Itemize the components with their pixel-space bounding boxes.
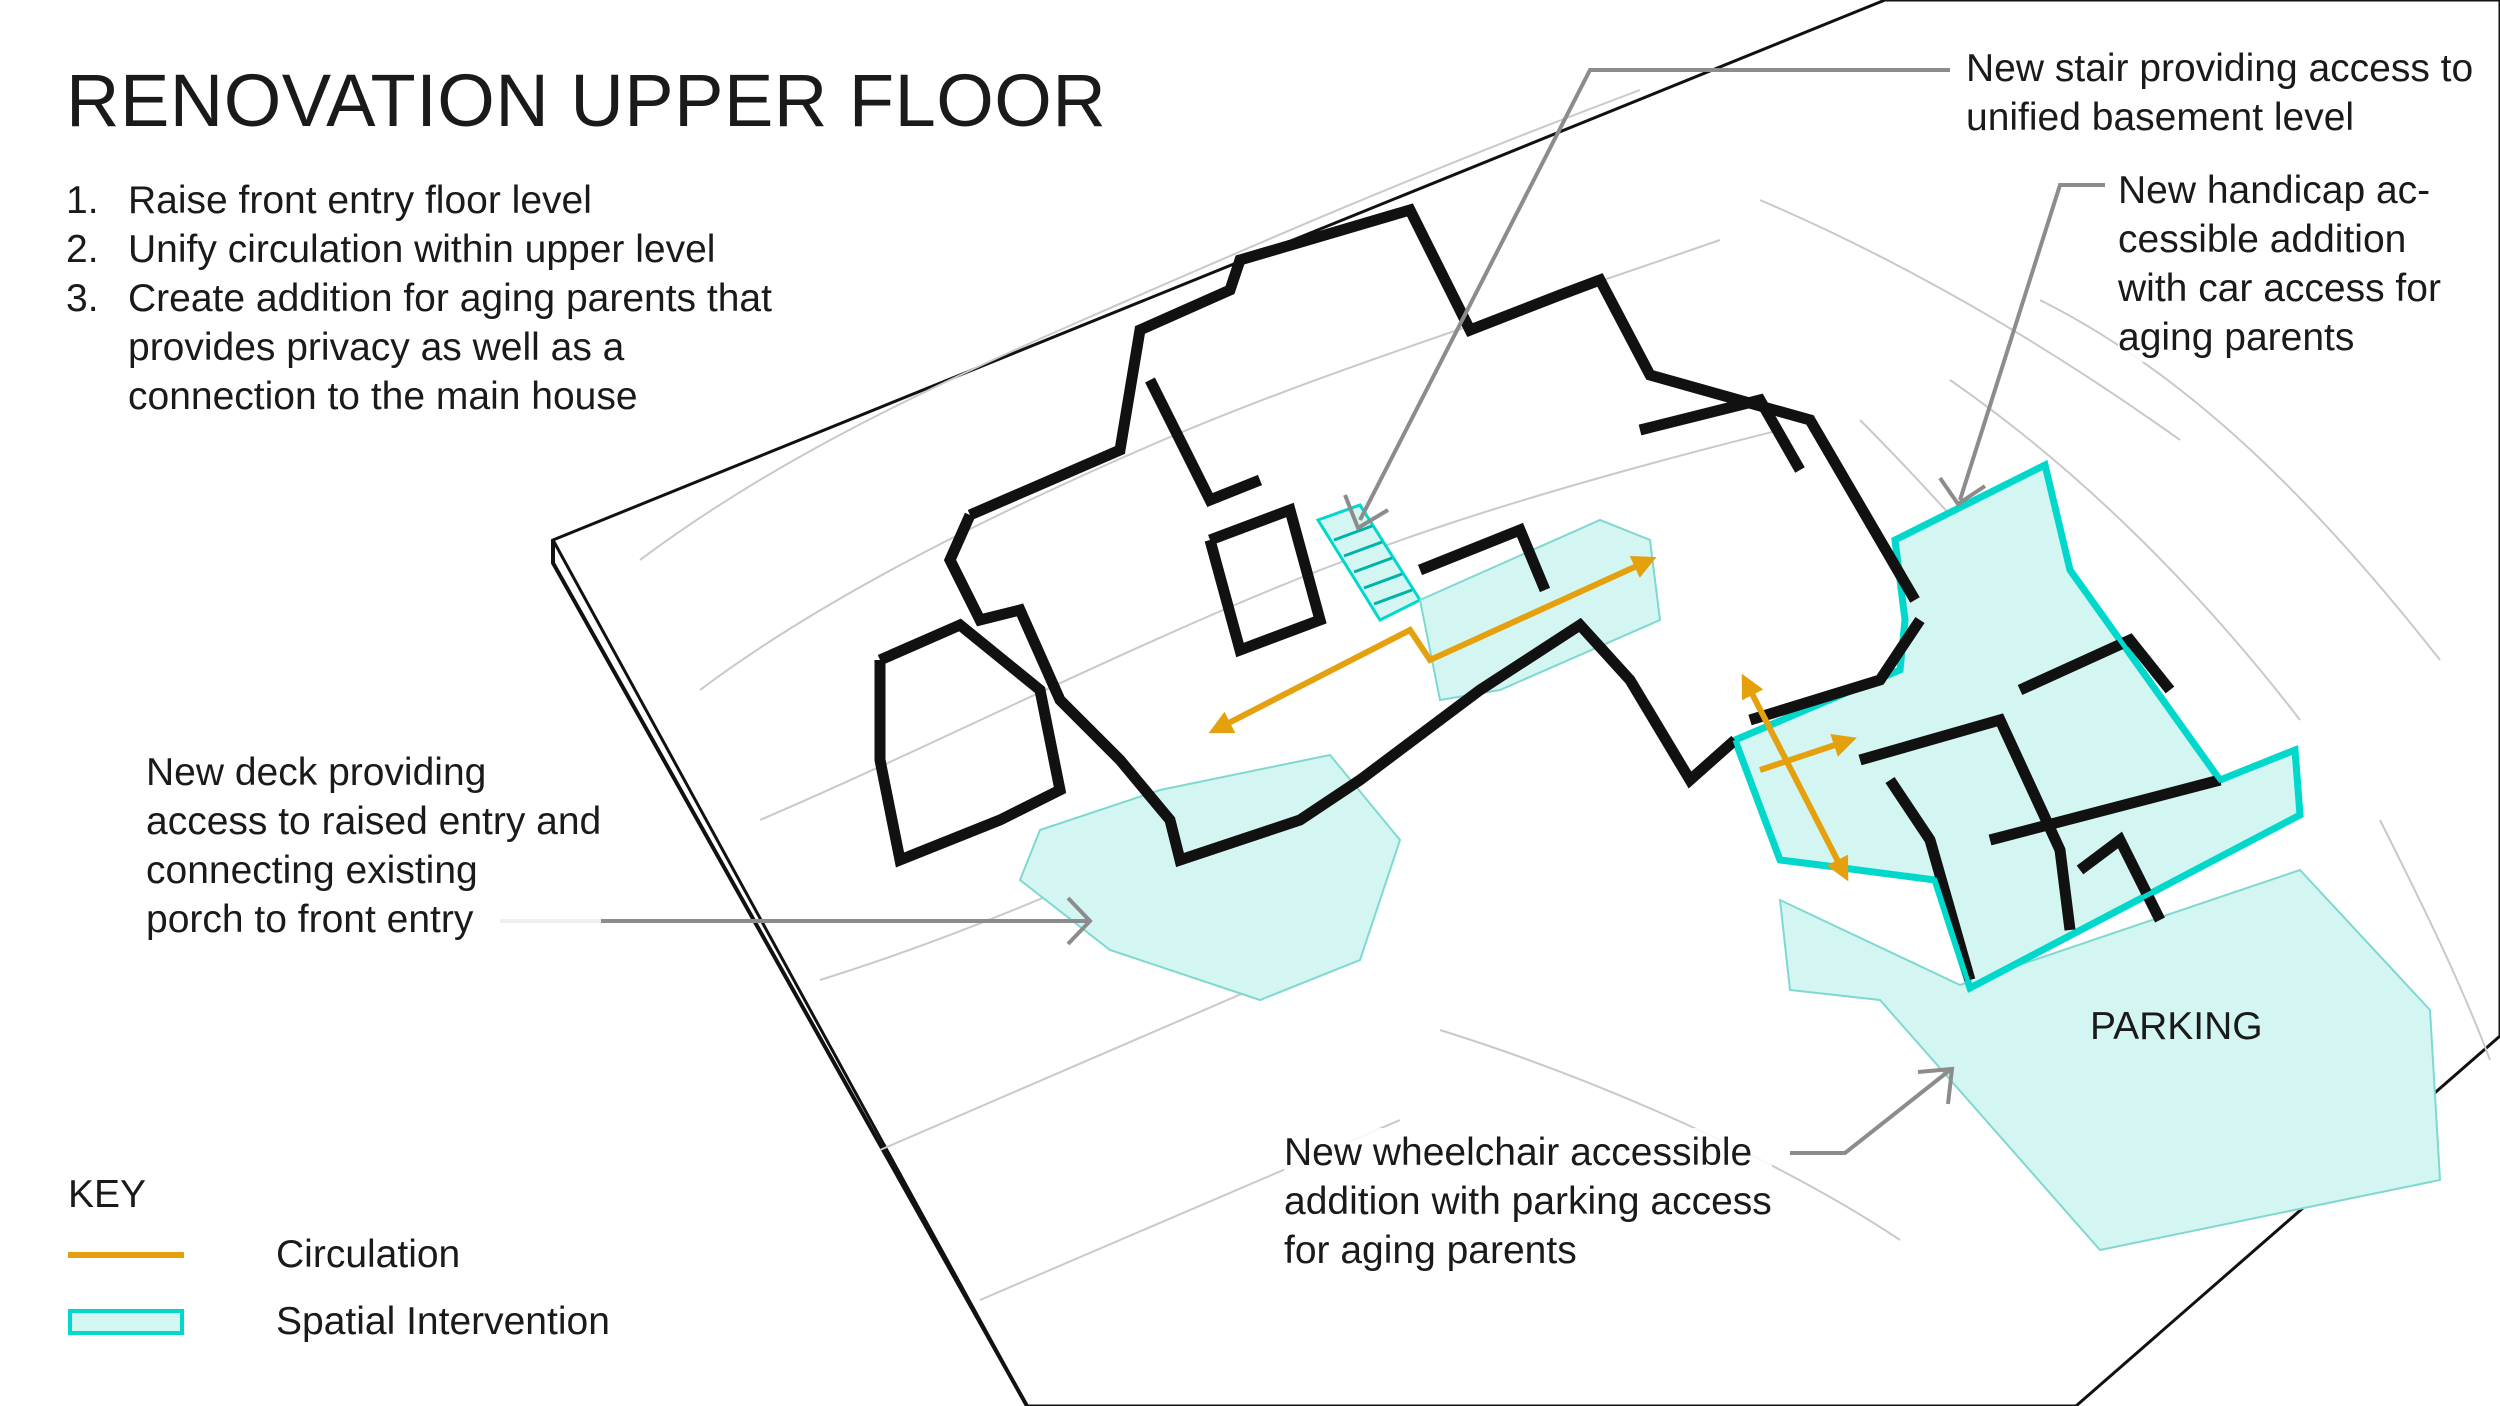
leader-lines [500, 68, 2105, 1155]
key-label-intervention: Spatial Intervention [276, 1300, 610, 1343]
circulation-addition-arrow [1741, 673, 1849, 882]
key-label-circulation: Circulation [276, 1233, 461, 1276]
circulation-addition-branch [1759, 733, 1857, 773]
parking-area [1778, 868, 2442, 1252]
goal-item: 2. Unify circulation within upper level [66, 225, 848, 274]
goal-number: 3. [66, 277, 99, 320]
key-title: KEY [68, 1173, 147, 1216]
handicap-leader [1958, 183, 2105, 501]
circulation-swatch [68, 1252, 184, 1258]
goal-item: 3. Create addition for aging parents that… [66, 274, 848, 421]
handicap-leader-head [1938, 476, 1987, 507]
stair-leader [1358, 68, 1950, 521]
goals-list: 1. Raise front entry floor level 2. Unify … [66, 176, 848, 421]
key-row-circulation: Circulation [68, 1233, 460, 1277]
goal-number: 2. [66, 228, 99, 271]
wheelchair-leader [1790, 1068, 1952, 1155]
key-row-intervention: Spatial Intervention [68, 1300, 610, 1344]
stair-leader-head [1343, 494, 1390, 531]
stair-callout: New stair providing access to unified ba… [1966, 44, 2486, 142]
parking-label: PARKING [2090, 1005, 2263, 1048]
goal-number: 1. [66, 179, 99, 222]
goal-item: 1. Raise front entry floor level [66, 176, 848, 225]
handicap-callout: New handicap ac- cessible addition with … [2118, 166, 2441, 362]
deck-callout: New deck providing access to raised entr… [146, 748, 602, 944]
goal-text: Unify circulation within upper level [128, 228, 716, 271]
goal-text: Raise front entry floor level [128, 179, 592, 222]
wheelchair-leader-head [1917, 1066, 1955, 1105]
circulation-arrows [1208, 556, 1857, 882]
wheelchair-callout: New wheelchair accessible addition with … [1284, 1128, 1772, 1275]
intervention-swatch [68, 1309, 184, 1335]
circulation-main-arrow [1208, 556, 1657, 734]
deck-leader-head [1066, 896, 1093, 946]
goal-text: Create addition for aging parents that p… [128, 277, 772, 418]
page-title: RENOVATION UPPER FLOOR [66, 59, 1107, 142]
